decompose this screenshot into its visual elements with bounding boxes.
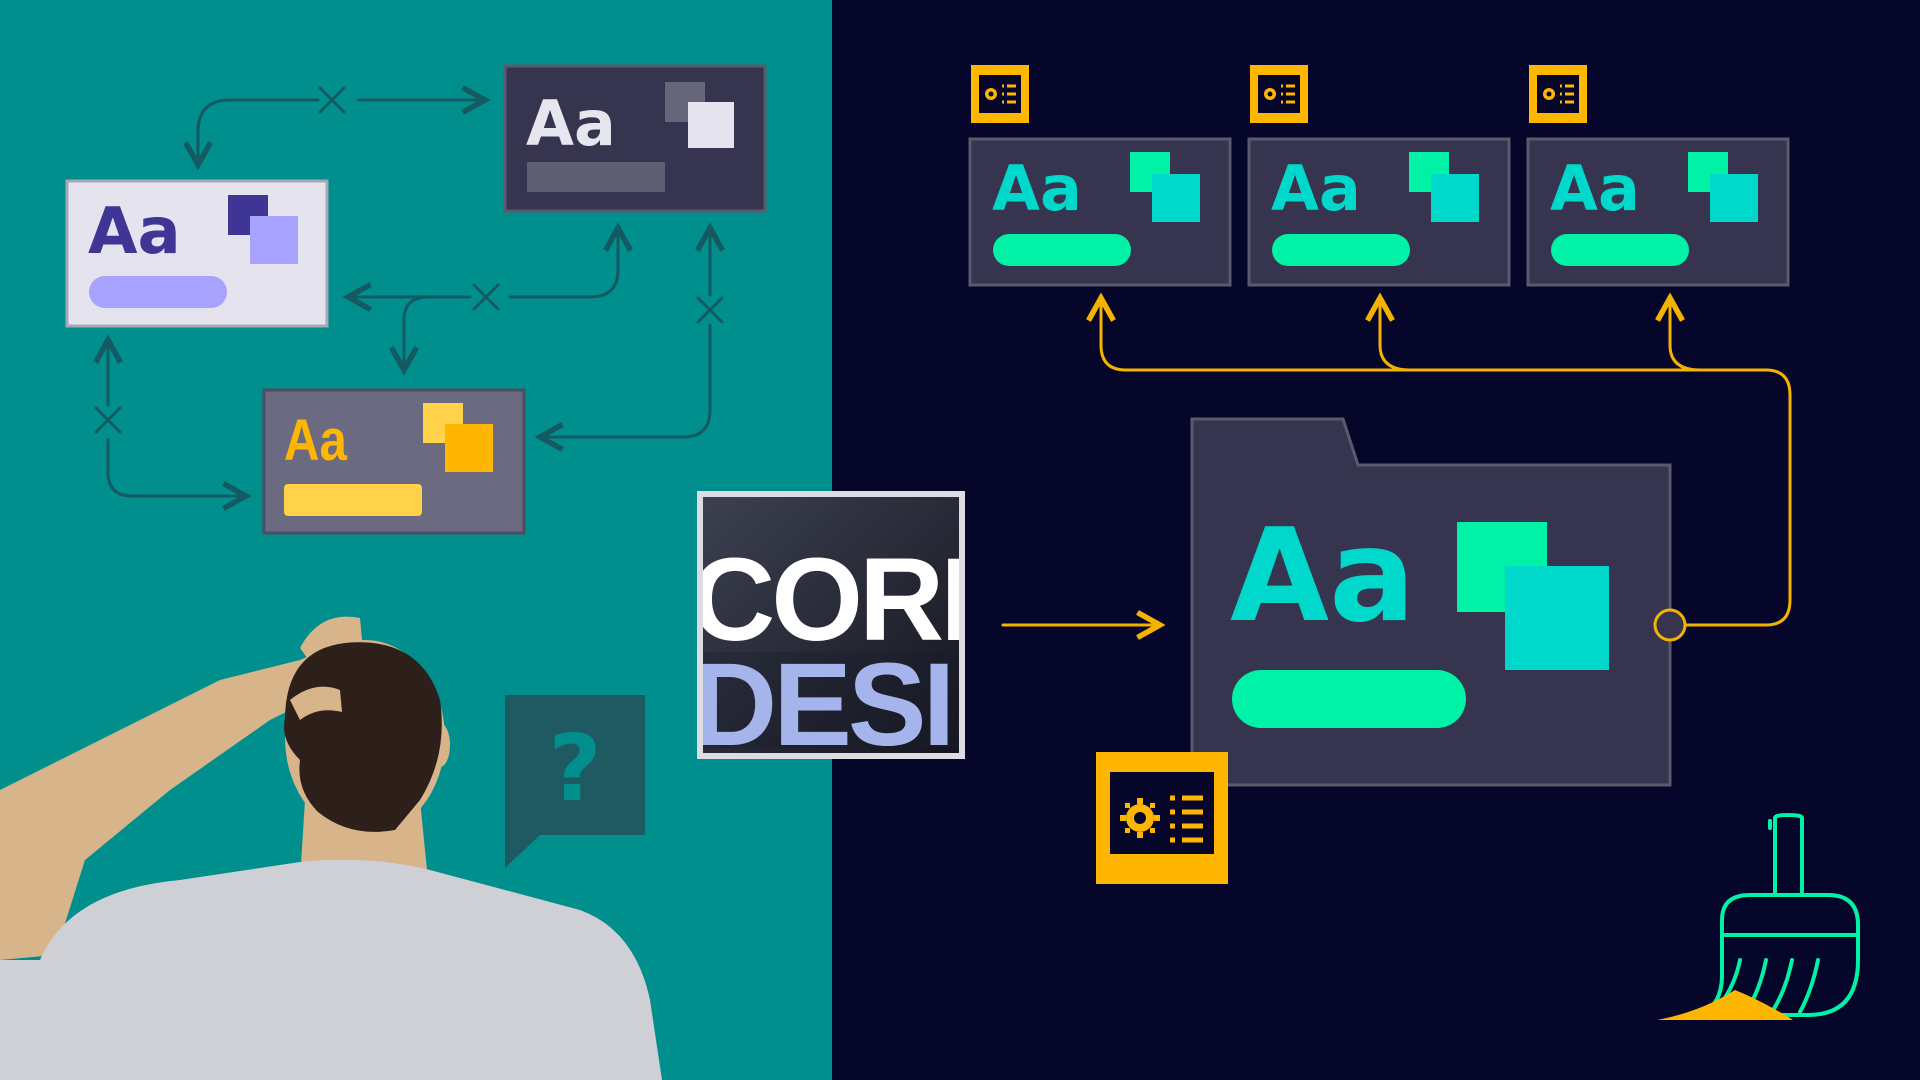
logo-line-2: DESI (692, 639, 951, 771)
top-card-3: Aa (1526, 137, 1790, 287)
left-card-dark-label: Aa (526, 87, 616, 160)
left-card-light: Aa (65, 179, 329, 328)
left-card-yellow-label: Aa (284, 408, 348, 473)
settings-list-icon (971, 65, 1029, 123)
question-bubble: ? (505, 695, 645, 868)
top-card-1: Aa (968, 137, 1232, 287)
connector-node (1653, 608, 1687, 642)
distribution-connectors (1101, 298, 1792, 627)
folder-label: Aa (1230, 502, 1415, 651)
settings-list-icon (1529, 65, 1587, 123)
broom-icon (1698, 813, 1860, 1017)
dust-pile (1657, 990, 1793, 1020)
top-card-2: Aa (1247, 137, 1511, 287)
confused-person (0, 616, 662, 1080)
top-card-3-label: Aa (1550, 152, 1640, 225)
top-card-1-label: Aa (992, 152, 1082, 225)
question-mark: ? (548, 715, 601, 822)
design-folder: Aa (1190, 417, 1687, 787)
corp-design-logo: CORP DESI (690, 491, 1015, 771)
settings-list-icon (1250, 65, 1308, 123)
tangled-connectors (108, 100, 710, 496)
top-card-2-label: Aa (1271, 152, 1361, 225)
left-card-dark: Aa (503, 64, 767, 213)
left-card-light-label: Aa (88, 195, 181, 269)
settings-list-icon (1096, 752, 1228, 884)
left-card-yellow: Aa (262, 388, 526, 535)
logo-line-1: CORP (690, 534, 1015, 666)
broken-link-marks (94, 86, 724, 434)
